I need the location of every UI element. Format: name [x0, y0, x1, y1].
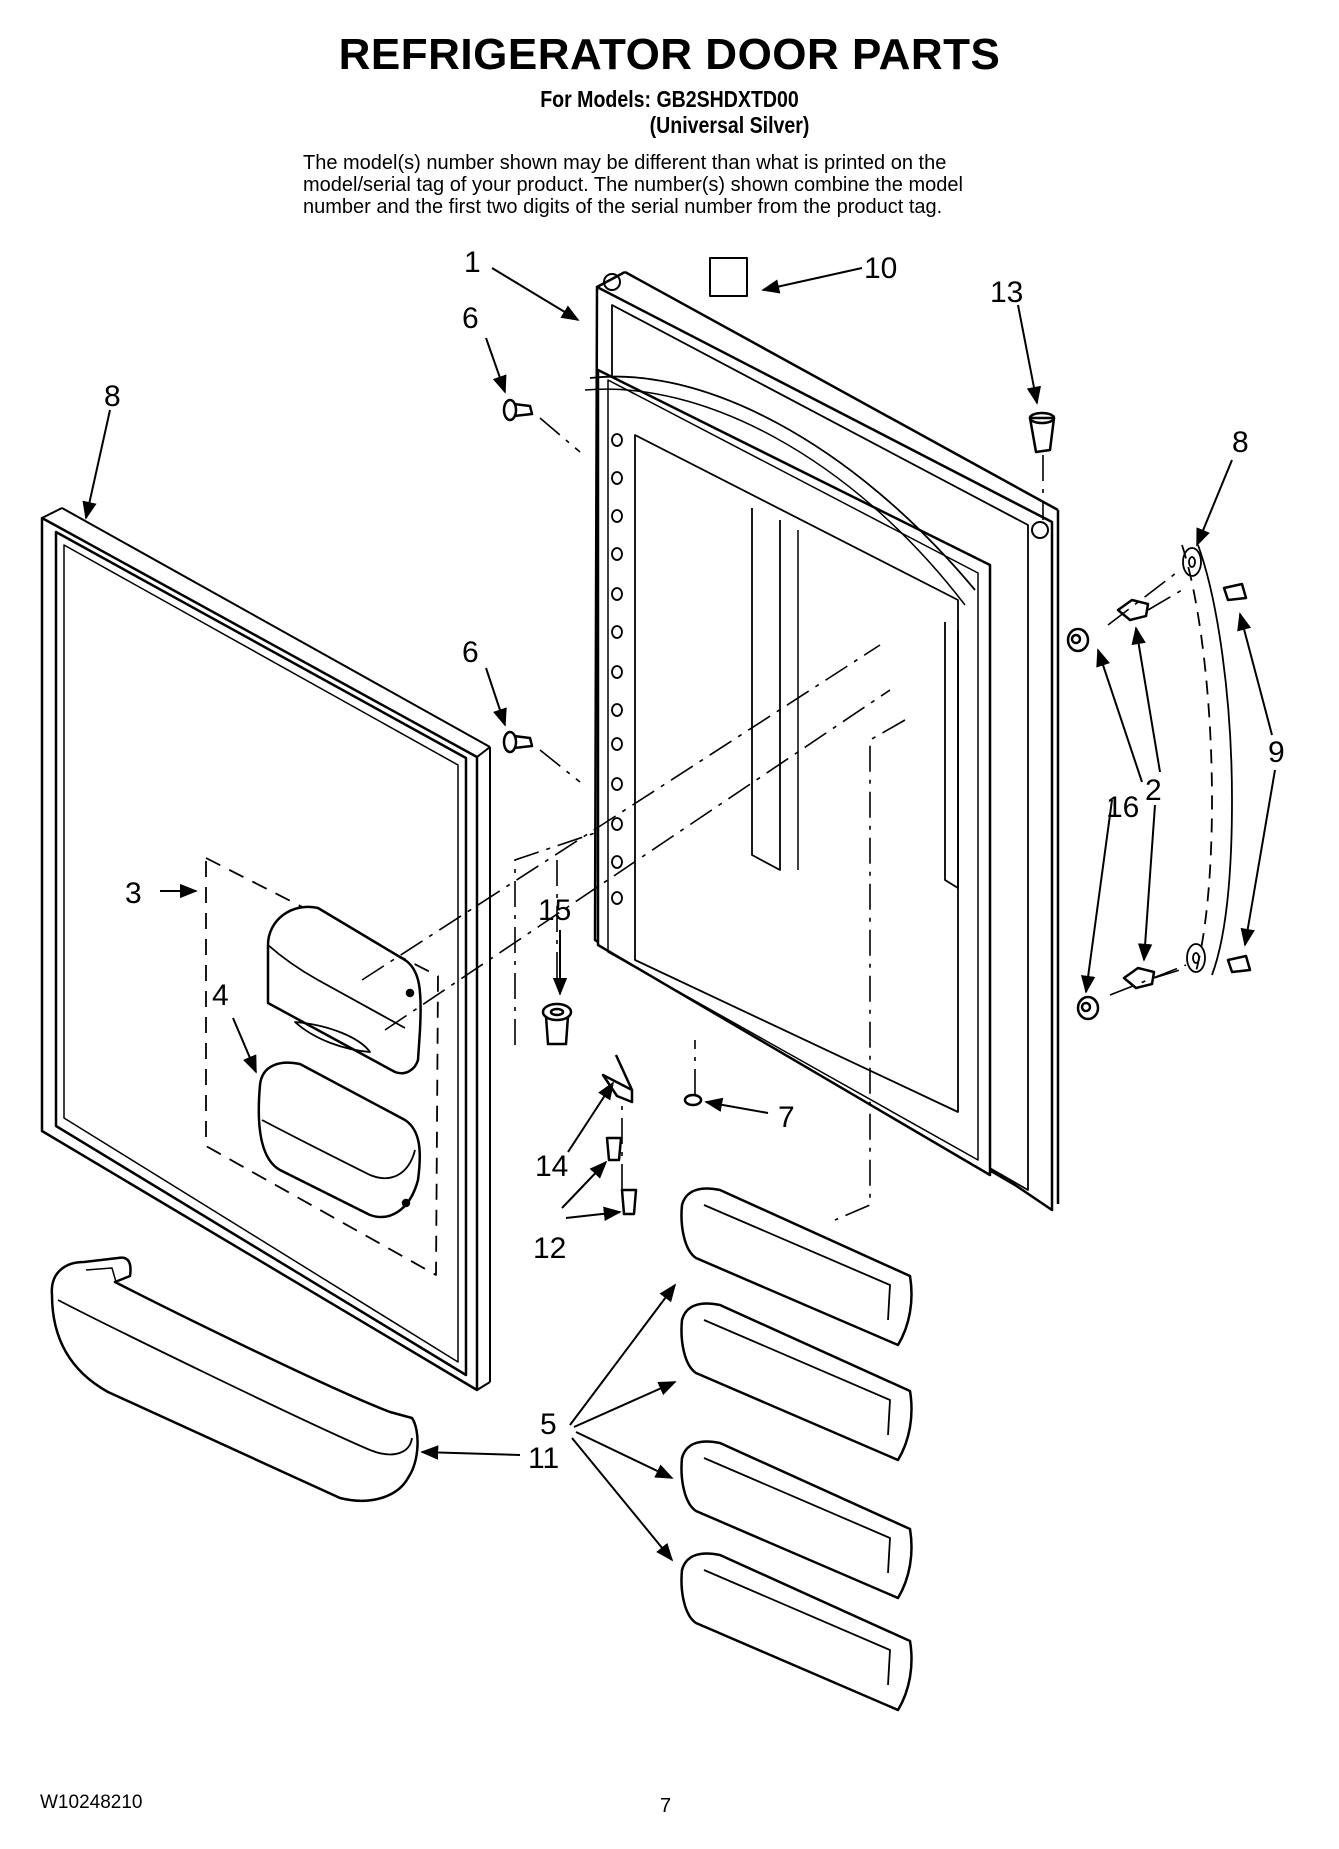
door-bin-1 — [680, 1187, 913, 1347]
hinge-bracket — [1181, 544, 1233, 976]
leader-arrows — [82, 267, 1276, 1562]
callout-7: 7 — [778, 1101, 795, 1134]
callout-5: 5 — [540, 1408, 557, 1441]
callout-8-right: 8 — [1232, 426, 1249, 459]
spacer-lower — [1076, 995, 1100, 1021]
document-number: W10248210 — [40, 1792, 143, 1813]
door-bin-4 — [680, 1552, 913, 1712]
model-note: The model(s) number shown may be differe… — [303, 152, 1103, 218]
callout-2: 2 — [1145, 774, 1162, 807]
bottom-door-shelf — [50, 1256, 419, 1502]
callout-13: 13 — [990, 276, 1023, 309]
door-bin-2 — [680, 1302, 913, 1462]
page-number: 7 — [660, 1795, 672, 1817]
note-line-2: model/serial tag of your product. The nu… — [303, 174, 963, 196]
callout-6-lower: 6 — [462, 636, 479, 669]
variant-line: (Universal Silver) — [649, 112, 810, 138]
door-stop — [601, 1054, 634, 1104]
callout-6-upper: 6 — [462, 302, 479, 335]
callout-numbers: 1 2 3 4 5 6 6 7 8 8 9 10 11 12 13 14 15 … — [104, 246, 1285, 1475]
callout-9: 9 — [1268, 736, 1285, 769]
models-line: For Models: GB2SHDXTD00 — [540, 86, 799, 112]
screw-12-lower — [620, 1188, 638, 1216]
dispenser-tray — [257, 1061, 421, 1219]
callout-4: 4 — [212, 979, 229, 1012]
alignment-lines — [361, 417, 1187, 1221]
lower-hinge-bushing — [541, 1002, 573, 1046]
spacer-upper — [1066, 627, 1090, 653]
hinge-pin-lower — [1226, 954, 1252, 974]
screw-6-lower — [502, 730, 534, 754]
hinge-bushing — [1028, 411, 1056, 454]
callout-11: 11 — [528, 1442, 559, 1475]
note-line-1: The model(s) number shown may be differe… — [303, 152, 947, 174]
screw-6-upper — [502, 398, 534, 422]
dispenser-outline — [205, 857, 439, 1276]
screw-12-upper — [605, 1136, 623, 1162]
door-label — [709, 257, 748, 297]
callout-8-left: 8 — [104, 380, 121, 413]
plug-7 — [683, 1093, 703, 1107]
dispenser-housing — [266, 905, 422, 1075]
hinge-screw-upper — [1116, 598, 1150, 622]
callout-15: 15 — [538, 894, 571, 927]
door-bin-3 — [680, 1440, 913, 1600]
callout-12: 12 — [533, 1232, 566, 1265]
hinge-screw-lower — [1122, 966, 1156, 990]
callout-16: 16 — [1106, 791, 1139, 824]
inner-door-liner — [584, 270, 1060, 1212]
outer-door-panel — [40, 507, 491, 1392]
callout-1: 1 — [464, 246, 481, 279]
callout-10: 10 — [864, 252, 897, 285]
note-line-3: number and the first two digits of the s… — [303, 196, 943, 218]
callout-3: 3 — [125, 877, 142, 910]
shelf-pin-holes — [611, 433, 623, 905]
callout-14: 14 — [535, 1150, 568, 1183]
hinge-pin-upper — [1222, 582, 1248, 602]
page-title: REFRIGERATOR DOOR PARTS — [338, 30, 1001, 79]
